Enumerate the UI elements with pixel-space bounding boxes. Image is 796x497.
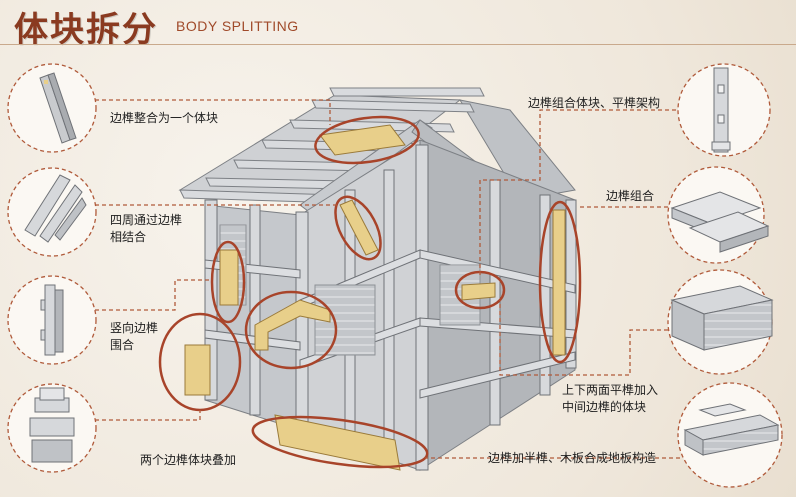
label-l2b: 相结合 — [110, 230, 147, 244]
detail-r4-floor — [683, 403, 780, 456]
detail-l4-stacked — [29, 387, 75, 463]
post-7 — [489, 179, 501, 426]
detail-r3-block — [670, 285, 774, 351]
leader-r3 — [499, 300, 668, 376]
stacked-blocks-highlight — [184, 344, 211, 396]
page-header: 体块拆分 BODY SPLITTING — [0, 0, 796, 50]
post-5 — [383, 169, 395, 456]
vertical-tenon-highlight — [219, 249, 239, 306]
leader-lines — [95, 99, 690, 459]
purlin-1 — [329, 87, 485, 97]
beam-5 — [419, 249, 576, 294]
right-vertical-highlight — [552, 209, 566, 356]
label-r4: 边榫加半榫、木板合成地板构造 — [488, 451, 657, 465]
title-english: BODY SPLITTING — [176, 18, 299, 34]
label-l4: 两个边榫体块叠加 — [140, 453, 237, 467]
detail-l2-joint — [24, 174, 87, 243]
header-divider — [0, 44, 796, 45]
diagonal-brace-highlight — [339, 199, 379, 256]
L-frame-highlight — [254, 299, 331, 351]
leader-r1 — [479, 109, 690, 275]
detail-r2-joint — [670, 191, 770, 253]
label-r1: 边榫组合体块、平榫架构 — [528, 96, 661, 110]
structure-model — [178, 87, 577, 471]
purlin-2 — [311, 99, 475, 113]
title-chinese: 体块拆分 — [14, 10, 158, 50]
detail-r1-column — [711, 67, 731, 153]
detail-l1-member — [39, 72, 77, 144]
detail-l3-vertical — [40, 284, 64, 356]
roof-right-slope — [458, 99, 576, 201]
label-r3b: 中间边榫的体块 — [562, 400, 647, 414]
small-block-highlight — [461, 282, 496, 301]
label-l3b: 围合 — [110, 338, 135, 352]
right-detail-circles — [667, 63, 783, 488]
post-2 — [249, 204, 261, 416]
floor-beam-highlight — [274, 414, 401, 471]
highlighted-members — [184, 124, 566, 471]
post-6 — [415, 144, 429, 471]
ellipse-L-frame — [244, 290, 338, 370]
ellipse-diagonal — [334, 195, 382, 261]
ellipse-vertical-tenon — [210, 240, 246, 324]
beam-7 — [419, 351, 576, 399]
leader-l3 — [95, 279, 212, 311]
ellipse-floor — [251, 415, 429, 469]
label-r2: 边榫组合 — [606, 189, 655, 203]
label-l3a: 竖向边榫 — [110, 321, 159, 335]
leader-l4 — [95, 410, 201, 421]
ellipse-right-vertical — [538, 200, 582, 364]
label-r3a: 上下两面平榫加入 — [562, 383, 659, 397]
post-3 — [295, 211, 309, 433]
label-l2a: 四周通过边榫 — [110, 213, 183, 227]
detail-circle-l2 — [7, 167, 97, 257]
leader-l1 — [95, 99, 331, 125]
label-l1: 边榫整合为一个体块 — [110, 111, 219, 125]
left-detail-circles — [7, 63, 97, 473]
roof-block-highlight — [319, 124, 406, 156]
ellipse-roof-block — [314, 115, 420, 165]
